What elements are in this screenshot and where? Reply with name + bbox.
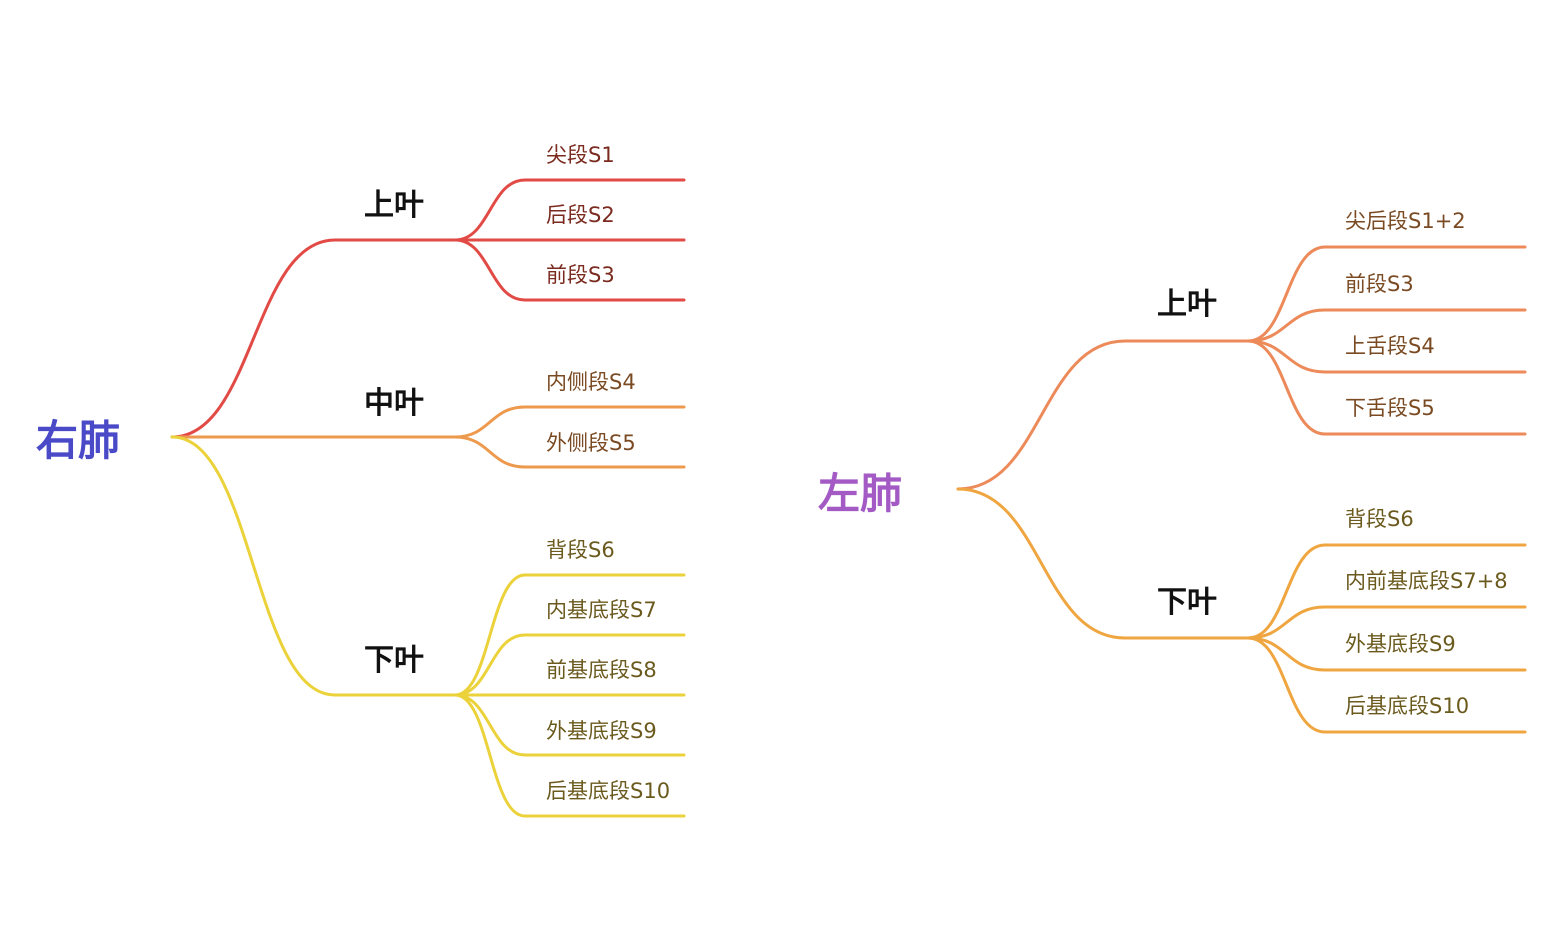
- segment-branch-line: [453, 238, 527, 302]
- lobe-branch-line: [170, 435, 337, 697]
- segment-label: 背段S6: [1345, 507, 1414, 531]
- segment-label: 前基底段S8: [546, 658, 657, 682]
- segment-label: 后基底段S10: [1345, 694, 1469, 718]
- segment-branch-line: [453, 573, 527, 697]
- segment-label: 内侧段S4: [546, 370, 636, 394]
- left-lower-lobe-label: 下叶: [1157, 585, 1217, 620]
- segment-branch-line: [1246, 543, 1327, 640]
- left-upper-lobe-label: 上叶: [1157, 287, 1217, 322]
- segment-label: 下舌段S5: [1345, 396, 1435, 420]
- segment-branch-line: [453, 435, 527, 469]
- right-lung-root: 右肺: [36, 416, 120, 465]
- segment-label: 前段S3: [1345, 272, 1414, 296]
- segment-label: 尖段S1: [546, 143, 615, 167]
- right-upper-lobe-label: 上叶: [364, 188, 424, 223]
- segment-branch-line: [1246, 308, 1327, 343]
- segment-branch-line: [1246, 605, 1327, 640]
- segment-branch-line: [1246, 636, 1327, 672]
- segment-label: 前段S3: [546, 263, 615, 287]
- segment-label: 后基底段S10: [546, 779, 670, 803]
- lobe-branch-line: [956, 339, 1127, 491]
- left-lung-root: 左肺: [818, 469, 902, 518]
- segment-branch-line: [1246, 245, 1327, 343]
- right-middle-lobe-label: 中叶: [364, 386, 424, 421]
- branch-lines: [170, 178, 1527, 818]
- lobe-branch-line: [956, 487, 1127, 640]
- segment-branch-line: [1246, 636, 1327, 734]
- segment-label: 尖后段S1+2: [1345, 209, 1466, 233]
- segment-branch-line: [1246, 339, 1327, 436]
- segment-label: 内基底段S7: [546, 598, 657, 622]
- segment-label: 内前基底段S7+8: [1345, 569, 1508, 593]
- segment-label: 上舌段S4: [1345, 334, 1435, 358]
- segment-label: 后段S2: [546, 203, 615, 227]
- segment-label: 外侧段S5: [546, 431, 636, 455]
- segment-branch-line: [453, 693, 527, 757]
- segment-label: 外基底段S9: [546, 719, 657, 743]
- segment-branch-line: [453, 693, 527, 818]
- right-lower-lobe-label: 下叶: [364, 643, 424, 678]
- segment-branch-line: [453, 178, 527, 242]
- segment-branch-line: [453, 405, 527, 439]
- segment-label: 背段S6: [546, 538, 615, 562]
- segment-branch-line: [453, 633, 527, 697]
- segment-label: 外基底段S9: [1345, 632, 1456, 656]
- segment-branch-line: [1246, 339, 1327, 374]
- lobe-branch-line: [170, 238, 337, 439]
